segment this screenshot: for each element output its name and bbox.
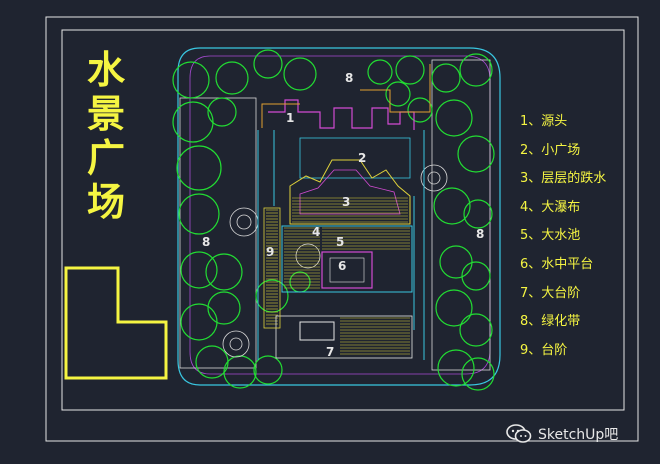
tree-canopy bbox=[459, 53, 493, 87]
tree-canopy bbox=[433, 187, 471, 225]
site-outline bbox=[177, 47, 501, 386]
title-char: 水 bbox=[86, 47, 125, 92]
grand-stairs bbox=[275, 315, 413, 359]
plan-label-8-left: 8 bbox=[202, 235, 210, 249]
plan-label-5: 5 bbox=[336, 235, 344, 249]
left-walkway bbox=[257, 130, 275, 360]
title-char: 广 bbox=[86, 135, 125, 180]
water-platform bbox=[321, 251, 373, 289]
tree-canopy bbox=[437, 349, 475, 387]
platform-inner bbox=[329, 257, 365, 283]
legend-list: 1、源头 2、小广场 3、层层的跌水 4、大瀑布 5、大水池 6、水中平台 7、… bbox=[520, 108, 640, 365]
title-char: 场 bbox=[86, 179, 125, 224]
plan-label-3: 3 bbox=[342, 195, 350, 209]
tree-canopy bbox=[457, 135, 495, 173]
tree-canopy bbox=[253, 49, 283, 79]
tree-canopy bbox=[253, 355, 283, 385]
plan-label-7: 7 bbox=[326, 345, 334, 359]
tree-canopy bbox=[215, 61, 249, 95]
upper-terrace-outline bbox=[261, 64, 431, 128]
right-green-belt bbox=[431, 59, 491, 371]
plan-label-2: 2 bbox=[358, 151, 366, 165]
right-walkway bbox=[413, 130, 425, 360]
ornamental-trees bbox=[222, 164, 448, 358]
tree-canopy bbox=[223, 355, 257, 389]
site-inner-outline bbox=[189, 55, 491, 375]
legend-item: 5、大水池 bbox=[520, 228, 581, 244]
top-stepped-wall bbox=[268, 99, 415, 130]
tree-canopy bbox=[172, 101, 214, 143]
wechat-icon bbox=[506, 424, 532, 443]
legend-item: 6、水中平台 bbox=[520, 256, 594, 272]
tree-canopy bbox=[431, 63, 461, 93]
tree-canopy bbox=[463, 199, 493, 229]
l-shape-block bbox=[64, 266, 168, 380]
side-stairs bbox=[263, 207, 281, 329]
cascade-zone bbox=[289, 159, 411, 225]
title-char: 景 bbox=[86, 91, 125, 136]
plan-label-8-right: 8 bbox=[476, 227, 484, 241]
tree-canopy bbox=[180, 251, 218, 289]
tree-canopy bbox=[172, 61, 210, 99]
outer-frame bbox=[45, 16, 639, 442]
tree-canopy bbox=[367, 59, 393, 85]
tree-canopy bbox=[385, 81, 411, 107]
tree-canopy bbox=[283, 57, 317, 91]
plan-label-8-top: 8 bbox=[345, 71, 353, 85]
small-plaza bbox=[299, 137, 411, 179]
tree-canopy bbox=[439, 245, 473, 279]
legend-item: 3、层层的跌水 bbox=[520, 171, 607, 187]
big-pool bbox=[281, 225, 413, 293]
step-hatching bbox=[266, 197, 410, 355]
tree-canopy bbox=[435, 289, 473, 327]
tree-canopy bbox=[205, 253, 243, 291]
tree-canopy bbox=[435, 99, 473, 137]
tree-canopy bbox=[461, 261, 491, 291]
tree-canopy bbox=[395, 55, 425, 85]
watermark-text: SketchUp吧 bbox=[538, 427, 619, 443]
legend-item: 4、大瀑布 bbox=[520, 199, 581, 215]
plan-label-6: 6 bbox=[338, 259, 346, 273]
tree-canopy bbox=[180, 303, 218, 341]
drawing-title: 水景广场 bbox=[80, 48, 132, 224]
legend-item: 8、绿化带 bbox=[520, 314, 581, 330]
watermark: SketchUp吧 bbox=[506, 422, 618, 446]
plan-labels: 1 2 3 4 5 6 7 8 8 8 9 bbox=[202, 71, 484, 359]
legend-item: 9、台阶 bbox=[520, 342, 568, 358]
tree-canopy bbox=[176, 145, 222, 191]
legend-item: 1、源头 bbox=[520, 114, 568, 129]
legend-item: 2、小广场 bbox=[520, 142, 581, 158]
tree-canopy bbox=[459, 313, 493, 347]
stairs-block bbox=[299, 321, 335, 341]
inner-frame bbox=[61, 29, 625, 411]
plan-label-9: 9 bbox=[266, 245, 274, 259]
legend-item: 7、大台阶 bbox=[520, 285, 581, 301]
tree-canopy bbox=[207, 291, 241, 325]
tree-canopy bbox=[461, 357, 495, 391]
tree-canopy bbox=[407, 97, 433, 123]
plan-label-1: 1 bbox=[286, 111, 294, 125]
tree-canopy bbox=[178, 193, 220, 235]
plan-label-4: 4 bbox=[312, 225, 320, 239]
tree-canopy bbox=[195, 345, 229, 379]
tree-canopy bbox=[207, 97, 237, 127]
cascade-zone-inner bbox=[299, 169, 401, 215]
